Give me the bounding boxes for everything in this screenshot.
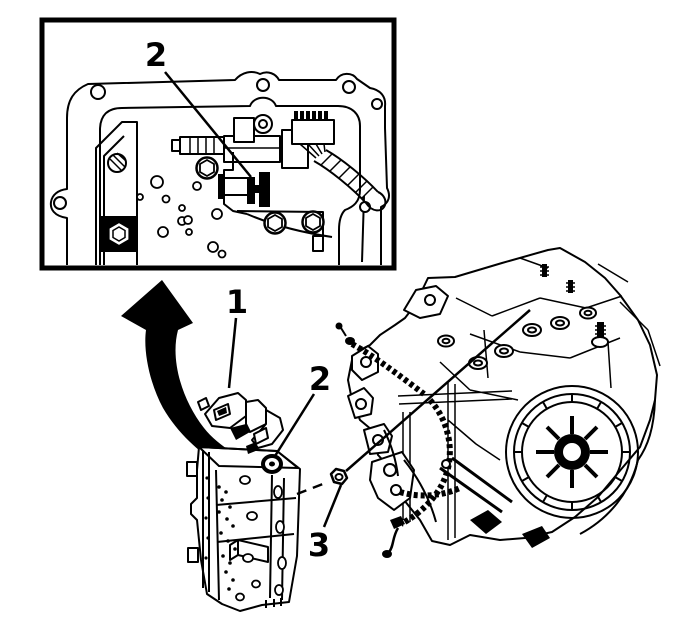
- torque-converter: [505, 385, 639, 519]
- inset-panel: [39, 17, 397, 271]
- gasket-outline: [49, 71, 390, 265]
- face-holes: [235, 475, 287, 602]
- corrugated-conduit: [313, 149, 387, 212]
- nut-item-3: [329, 467, 349, 486]
- callouts: 2 1 2 3: [145, 36, 531, 564]
- studs: [540, 264, 609, 348]
- callout-label-2: 2: [309, 360, 331, 398]
- rotation-arrow: [121, 280, 232, 464]
- leader-3: [322, 484, 343, 528]
- valve-body-holes: [136, 175, 227, 259]
- callout-label-1: 1: [226, 283, 248, 321]
- hex-bolts: [195, 156, 325, 235]
- bolt-plate: [100, 216, 138, 252]
- valve-body-assembly: [186, 392, 301, 612]
- arrow-shape: [121, 280, 232, 464]
- callout-label-3: 3: [308, 526, 330, 564]
- boss-ring: [253, 114, 273, 134]
- leader-2: [273, 393, 316, 457]
- tcm-module: [197, 392, 284, 454]
- leader-1: [227, 317, 238, 389]
- harness-connector-icon: [291, 111, 335, 159]
- bolt-axis-line: [345, 309, 531, 472]
- transaxle-assembly: [335, 247, 661, 558]
- speckles: [204, 476, 237, 591]
- bolt-axis-dashed: [296, 480, 329, 496]
- leader-inset-2: [164, 71, 252, 178]
- cover-outline: [99, 96, 361, 265]
- callout-label-inset-2: 2: [145, 36, 167, 74]
- inset-drawing: [49, 71, 390, 265]
- pressure-switch-item2: [261, 454, 283, 474]
- shift-linkage: [383, 429, 550, 548]
